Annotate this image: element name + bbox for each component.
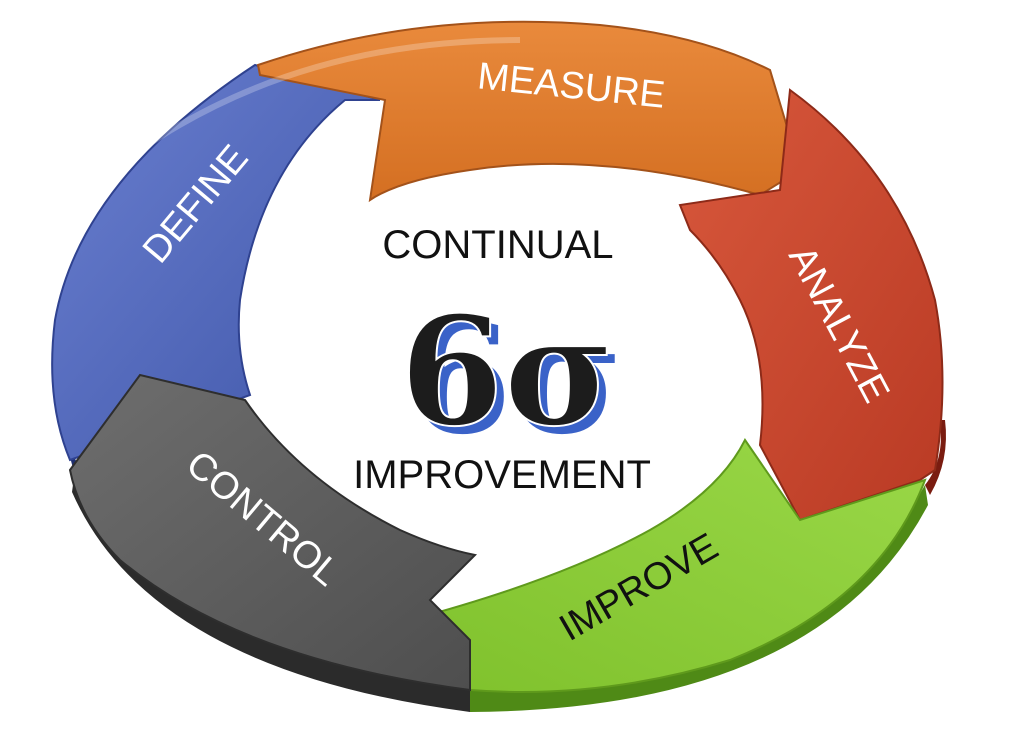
six-sigma-symbol: 6σ (400, 284, 615, 460)
improvement-heading: IMPROVEMENT (353, 453, 651, 497)
measure-segment (258, 22, 800, 200)
continual-heading: CONTINUAL (382, 223, 613, 267)
